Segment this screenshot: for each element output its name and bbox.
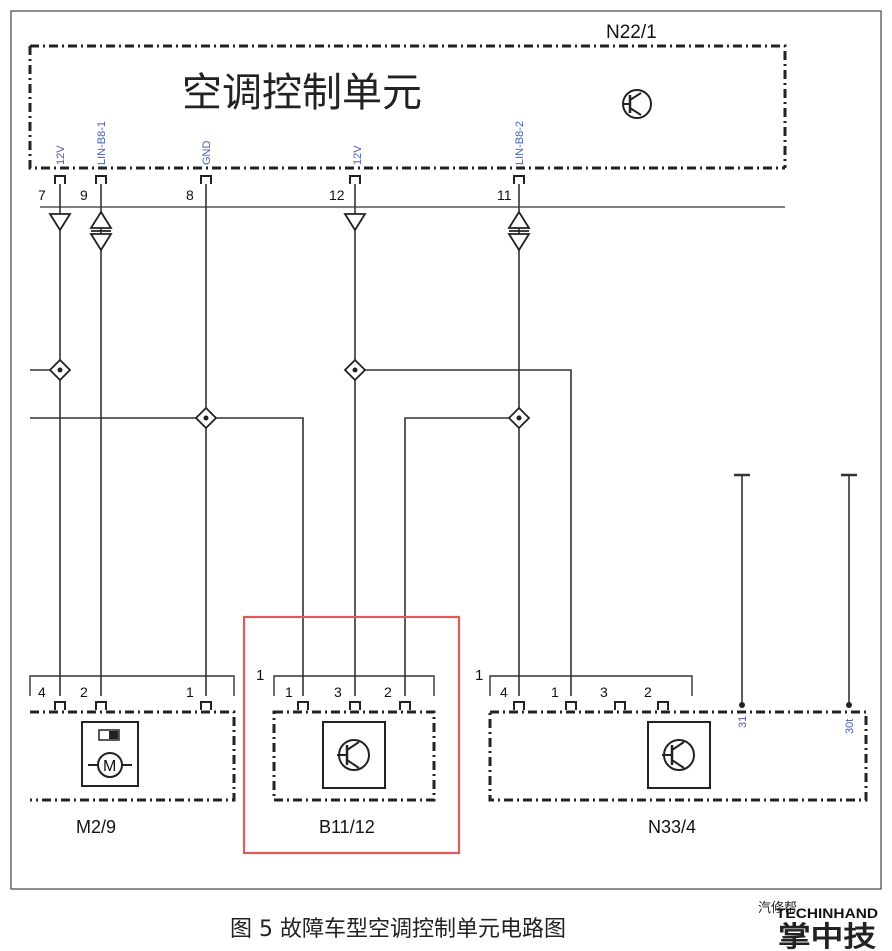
component-id: M2/9 [76,817,116,837]
connector-label: 1 [256,667,264,684]
wires [30,184,857,705]
pin-signal-label: LIN-B8-2 [514,121,526,165]
pin-number: 1 [551,684,559,700]
control-unit-n22-1: N22/1 空调控制单元 [28,22,787,170]
pin-number: 12 [329,187,345,203]
connector-arrow-icon [343,213,367,232]
terminal-label: 31 [737,716,749,728]
pin-signal-label: 12V [352,145,364,165]
pin-number: 3 [600,684,608,700]
watermark: 汽修帮 TECHINHAND 掌中技 [758,901,878,951]
pin-signal-labels: 12V LIN-B8-1 GND 12V LIN-B8-2 [55,121,526,165]
transistor-icon [647,721,711,789]
pin-number: 4 [38,684,46,700]
connector-arrow-icon [507,210,531,229]
pin-number: 11 [497,187,512,203]
fault-highlight-box [242,615,461,855]
pin-signal-label: 12V [55,145,67,165]
connector-label: 1 [475,667,483,684]
splice-dots [57,367,522,421]
pin-number: 1 [285,684,293,700]
connector-pins-top [54,175,525,184]
pin-number: 1 [186,684,194,700]
component-id: B11/12 [319,817,375,837]
control-unit-title: 空调控制单元 [182,70,422,116]
connector-arrow-icon [48,213,72,232]
watermark-account: 汽修帮 [758,901,797,916]
pin-signal-label: GND [201,141,213,166]
pin-numbers: 7 9 8 12 11 [38,187,512,203]
watermark-brand: 掌中技 [778,920,876,951]
svg-text:M: M [103,758,116,775]
component-connector-outlines [29,675,693,696]
connector-pins-bottom [54,701,669,710]
transistor-icon [622,89,652,119]
pin-number: 2 [80,684,88,700]
motor-icon: M [81,721,139,787]
figure-caption: 图 5 故障车型空调控制单元电路图 [230,917,566,942]
pin-number: 7 [38,187,46,203]
pin-number: 8 [186,187,194,203]
transistor-icon [322,721,386,789]
watermark-logo: TECHINHAND [776,905,878,921]
pin-number: 2 [644,684,652,700]
component-boxes [30,710,868,802]
component-pin-numbers: 4 2 1 1 3 2 4 1 3 2 [38,684,652,700]
pin-number: 4 [500,684,508,700]
connector-symbols [48,210,531,252]
pin-number: 2 [384,684,392,700]
connector-arrow-icon [89,210,113,229]
control-unit-id: N22/1 [606,22,657,43]
pin-number: 3 [334,684,342,700]
component-id: N33/4 [648,817,696,837]
pin-number: 9 [80,187,88,203]
diagram-frame [10,10,882,890]
pin-signal-label: LIN-B8-1 [96,121,108,165]
connector-arrow-icon [89,233,113,252]
connector-arrow-icon [507,233,531,252]
terminal-label: 30t [844,719,856,734]
